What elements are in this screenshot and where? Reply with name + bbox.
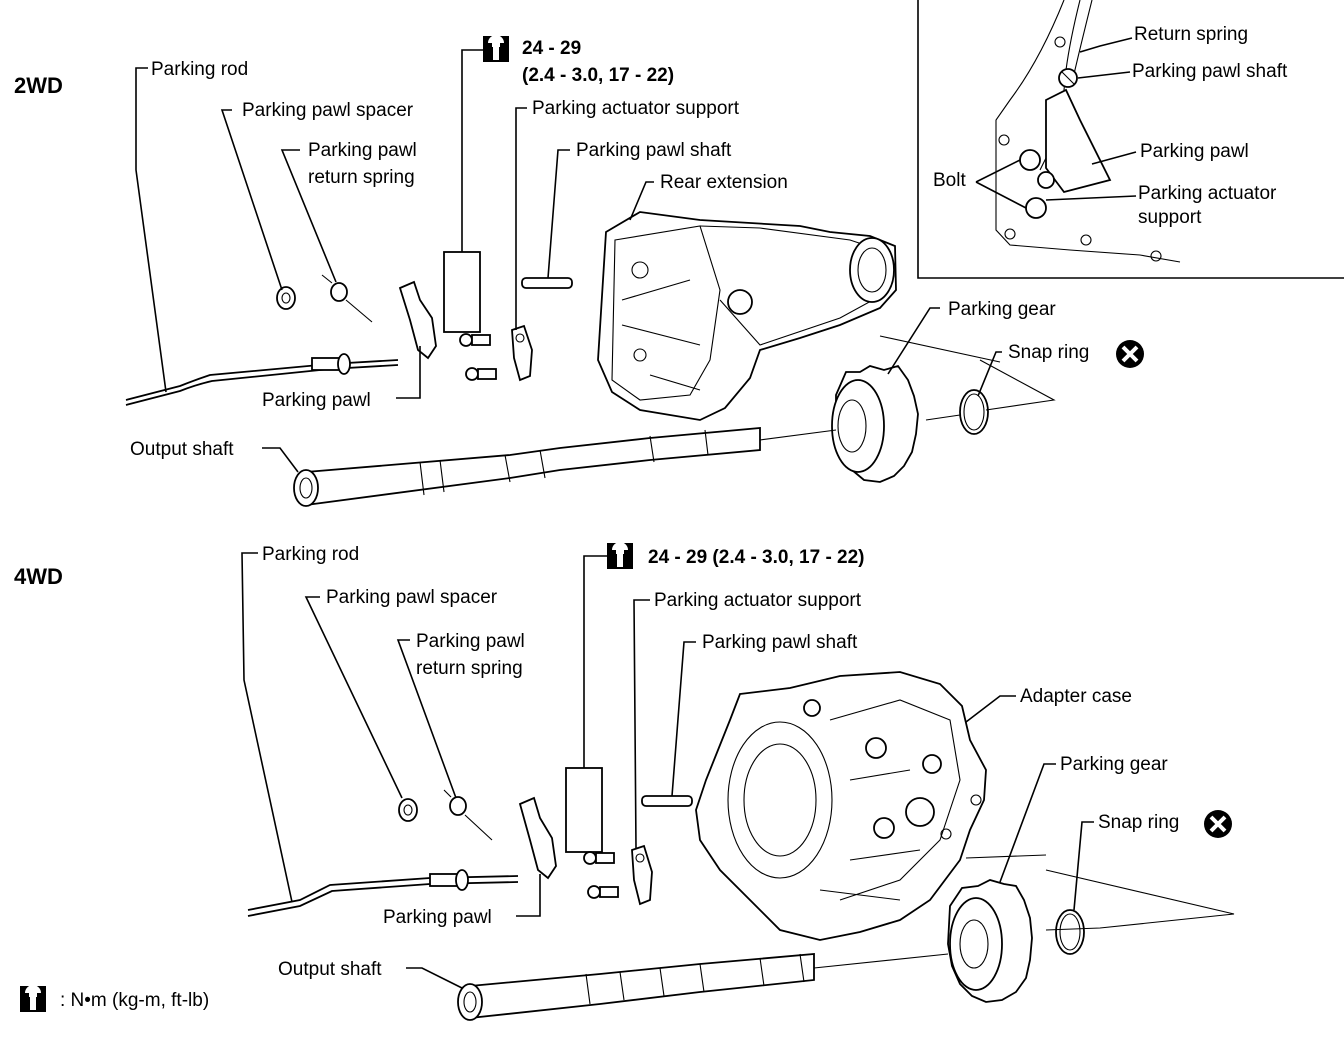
inset-label-actuator-support-line2: support (1138, 207, 1202, 228)
label-snap-ring-2wd: Snap ring (1008, 342, 1089, 363)
actuator-bolts-2wd (443, 251, 497, 381)
return-spring-4wd (443, 789, 493, 841)
label-parking-rod-2wd: Parking rod (151, 59, 248, 80)
return-spring-2wd (321, 274, 373, 323)
label-torque-4wd: 24 - 29 (2.4 - 3.0, 17 - 22) (648, 547, 865, 568)
parking-pawl-2wd (398, 280, 437, 360)
label-snap-ring-4wd: Snap ring (1098, 812, 1179, 833)
parking-pawl-shaft-2wd (521, 277, 573, 289)
snap-ring-2wd (959, 389, 989, 435)
torque-wrench-icon (20, 985, 46, 1012)
parking-rod-2wd (125, 353, 399, 406)
inset-label-bolt: Bolt (933, 170, 966, 191)
inset-label-actuator-support-line1: Parking actuator (1138, 183, 1277, 204)
rear-extension (597, 211, 897, 421)
section-4wd: 4WD (14, 542, 1235, 1021)
legend-text: : N•m (kg-m, ft-lb) (60, 990, 209, 1011)
label-parking-pawl-spacer-4wd: Parking pawl spacer (326, 587, 498, 608)
parking-gear-2wd (831, 364, 919, 483)
label-pawl-shaft-2wd: Parking pawl shaft (576, 140, 732, 161)
label-return-spring-2wd-line2: return spring (308, 167, 415, 188)
parking-rod-4wd (247, 869, 519, 917)
label-pawl-shaft-4wd: Parking pawl shaft (702, 632, 858, 653)
label-output-shaft-4wd: Output shaft (278, 959, 382, 980)
snap-ring-4wd (1055, 909, 1085, 955)
label-return-spring-4wd-line2: return spring (416, 658, 523, 679)
label-parking-gear-2wd: Parking gear (948, 299, 1056, 320)
label-adapter-case: Adapter case (1020, 686, 1132, 707)
parking-pawl-shaft-4wd (641, 795, 693, 807)
inset-label-parking-pawl: Parking pawl (1140, 141, 1249, 162)
label-parking-pawl-2wd: Parking pawl (262, 390, 371, 411)
label-actuator-support-2wd: Parking actuator support (532, 98, 740, 119)
adapter-case (695, 671, 987, 941)
title-2wd: 2WD (14, 73, 63, 98)
label-torque-2wd-line1: 24 - 29 (522, 38, 581, 59)
legend: : N•m (kg-m, ft-lb) (20, 985, 209, 1012)
inset-label-pawl-shaft: Parking pawl shaft (1132, 61, 1288, 82)
parking-pawl-4wd (518, 796, 557, 880)
label-return-spring-2wd-line1: Parking pawl (308, 140, 417, 161)
label-parking-rod-4wd: Parking rod (262, 544, 359, 565)
label-parking-pawl-4wd: Parking pawl (383, 907, 492, 928)
section-2wd: 2WD (14, 35, 1146, 507)
torque-wrench-icon (607, 542, 633, 569)
label-parking-gear-4wd: Parking gear (1060, 754, 1168, 775)
label-output-shaft-2wd: Output shaft (130, 439, 234, 460)
label-rear-extension: Rear extension (660, 172, 788, 193)
output-shaft-2wd (293, 427, 761, 507)
inset-detail: Return spring Parking pawl shaft Parking… (917, 0, 1344, 279)
inset-label-return-spring: Return spring (1134, 24, 1248, 45)
label-actuator-support-4wd: Parking actuator support (654, 590, 862, 611)
output-shaft-4wd (457, 953, 815, 1021)
parking-pawl-spacer-4wd (398, 798, 418, 822)
parking-gear-4wd (947, 879, 1033, 1003)
label-torque-2wd-line2: (2.4 - 3.0, 17 - 22) (522, 65, 674, 86)
torque-wrench-icon (483, 35, 509, 62)
label-return-spring-4wd-line1: Parking pawl (416, 631, 525, 652)
actuator-bolts-4wd (565, 767, 619, 899)
parking-pawl-spacer-2wd (276, 286, 296, 310)
parking-actuator-support-2wd (511, 324, 533, 382)
label-parking-pawl-spacer-2wd: Parking pawl spacer (242, 100, 414, 121)
parking-actuator-support-4wd (631, 844, 653, 906)
title-4wd: 4WD (14, 564, 63, 589)
replace-x-icon (1202, 808, 1234, 840)
replace-x-icon (1114, 338, 1146, 370)
